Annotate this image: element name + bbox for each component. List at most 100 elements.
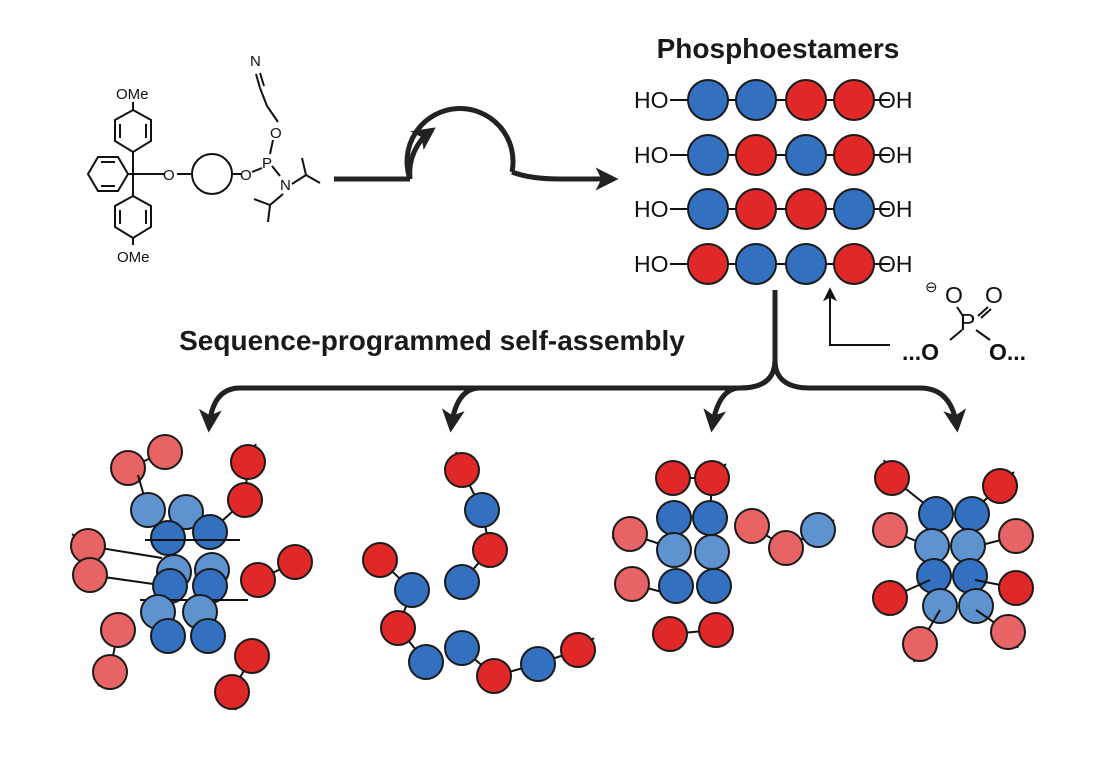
blue-bead <box>916 558 952 594</box>
assembly-3 <box>611 460 836 652</box>
synthesis-cycle <box>334 106 619 191</box>
branch-arrow-3 <box>703 359 778 433</box>
blue-monomer-bead <box>785 243 827 285</box>
blue-bead <box>150 618 186 654</box>
red-bead <box>998 570 1034 606</box>
red-bead <box>362 542 398 578</box>
blue-bead <box>918 496 954 532</box>
sequence-row: HO OH <box>634 79 913 121</box>
red-bead <box>560 632 596 668</box>
red-bead <box>476 658 512 694</box>
branch-arrow-1 <box>198 359 778 433</box>
p-label: P <box>262 155 272 172</box>
phosphate-pointer-arrow <box>823 287 890 346</box>
red-monomer-bead <box>735 188 777 230</box>
blue-bead <box>464 492 500 528</box>
phosphate-o-right: O... <box>989 339 1026 365</box>
chain-end-left: HO <box>634 251 669 277</box>
assembly-4 <box>872 459 1034 663</box>
red-bead <box>612 516 648 552</box>
blue-bead <box>950 528 986 564</box>
blue-bead <box>444 630 480 666</box>
red-monomer-bead <box>833 79 875 121</box>
blue-bead <box>954 496 990 532</box>
blue-bead <box>692 500 728 536</box>
assemblies <box>70 434 1034 711</box>
red-monomer-bead <box>785 188 827 230</box>
blue-bead <box>394 572 430 608</box>
sequence-row: HO OH <box>634 243 913 285</box>
blue-bead <box>520 646 556 682</box>
red-bead <box>734 508 770 544</box>
branch-arrow-4 <box>772 359 967 433</box>
red-bead <box>694 460 730 496</box>
blue-bead <box>696 568 732 604</box>
red-bead <box>872 512 908 548</box>
red-bead <box>698 612 734 648</box>
blue-bead <box>444 564 480 600</box>
phosphate-o-top-right: O <box>985 282 1003 308</box>
red-bead <box>902 626 938 662</box>
figure-subtitle: Sequence-programmed self-assembly <box>179 325 685 356</box>
red-bead <box>614 566 650 602</box>
chain-end-left: HO <box>634 142 669 168</box>
ome-bottom-label: OMe <box>117 249 150 266</box>
o-cyano-label: O <box>270 125 282 142</box>
red-bead <box>234 638 270 674</box>
blue-bead <box>150 520 186 556</box>
red-bead <box>110 450 146 486</box>
red-bead <box>768 530 804 566</box>
blue-bead <box>192 514 228 550</box>
blue-bead <box>190 618 226 654</box>
branch-arrow-2 <box>441 385 481 433</box>
assembly-2 <box>362 451 596 694</box>
blue-monomer-bead <box>833 188 875 230</box>
phosphate-charge: ⊖ <box>925 279 938 296</box>
chain-end-right: OH <box>878 251 913 277</box>
red-bead <box>982 468 1018 504</box>
chain-end-left: HO <box>634 196 669 222</box>
red-bead <box>874 460 910 496</box>
blue-bead <box>168 494 204 530</box>
blue-bead <box>914 528 950 564</box>
red-bead <box>214 674 250 710</box>
chain-end-right: OH <box>878 87 913 113</box>
red-bead <box>472 532 508 568</box>
blue-bead <box>130 492 166 528</box>
red-bead <box>100 612 136 648</box>
red-bead <box>380 610 416 646</box>
chain-end-right: OH <box>878 142 913 168</box>
red-bead <box>655 460 691 496</box>
red-bead <box>444 452 480 488</box>
red-monomer-bead <box>833 243 875 285</box>
cycle-arrowhead <box>407 127 436 180</box>
linker-circle <box>191 153 233 195</box>
red-bead <box>652 616 688 652</box>
n-nitrile-label: N <box>250 53 261 70</box>
phosphate-linkage: ⊖ O O P ...O O... <box>823 279 1026 365</box>
red-bead <box>92 654 128 690</box>
o-link-label: O <box>240 167 252 184</box>
chain-end-left: HO <box>634 87 669 113</box>
red-monomer-bead <box>833 134 875 176</box>
red-bead <box>72 557 108 593</box>
blue-bead <box>658 568 694 604</box>
red-bead <box>227 482 263 518</box>
sequence-row: HO OH <box>634 134 913 176</box>
blue-bead <box>800 512 836 548</box>
synthesis-arrow <box>511 167 619 191</box>
blue-bead <box>408 644 444 680</box>
red-bead <box>230 444 266 480</box>
red-bead <box>277 544 313 580</box>
red-monomer-bead <box>735 134 777 176</box>
red-monomer-bead <box>687 243 729 285</box>
red-bead <box>872 580 908 616</box>
assembly-1 <box>70 434 313 711</box>
blue-bead <box>656 500 692 536</box>
red-bead <box>990 614 1026 650</box>
blue-monomer-bead <box>687 134 729 176</box>
blue-monomer-bead <box>687 79 729 121</box>
